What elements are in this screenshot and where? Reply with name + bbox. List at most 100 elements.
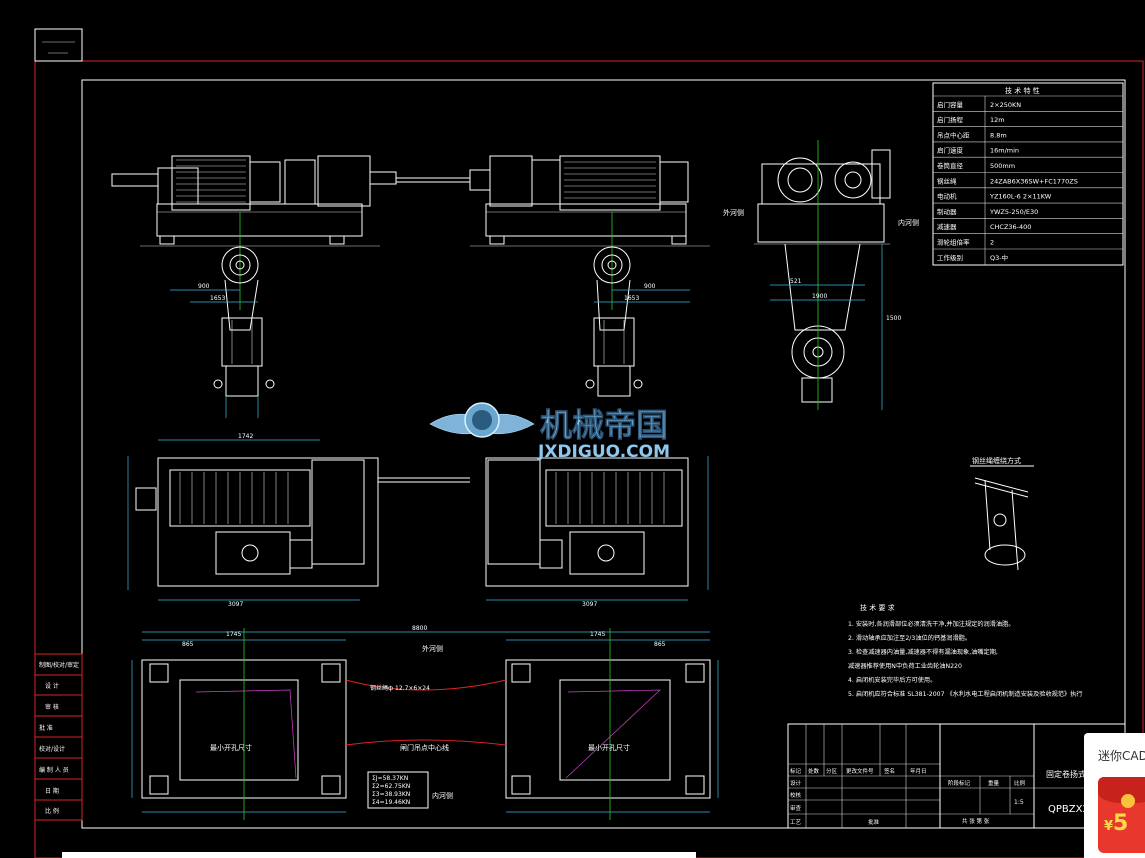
inner-border (81, 79, 1126, 829)
hoist-side-view: 521 1900 1500 外河侧 内河侧 (723, 140, 919, 410)
left-block-row-1: 制图/校对/审定 (39, 661, 79, 669)
spec-value: 2×250KN (990, 101, 1021, 109)
dim-900-left: 900 (198, 283, 210, 290)
spec-value: CHCZ36-400 (990, 223, 1031, 231)
tech-req-item-3: 3. 检查减速器内油量,减速器不得有漏油现象,油嘴定期, (848, 648, 998, 656)
tb-role-1: 设计 (790, 779, 802, 787)
ad-title: 迷你CAD (1098, 749, 1145, 763)
tb-stage-label: 阶段标记 (948, 779, 971, 787)
load-4: Σ4=19.46KN (372, 799, 410, 806)
tb-role-3: 审查 (790, 804, 802, 812)
left-block-row-8: 比 例 (45, 807, 59, 815)
spec-value: 8.8m (990, 131, 1007, 139)
tb-role-2: 校核 (790, 791, 802, 799)
tech-req-item-5: 4. 启闭机安装完毕后方可使用。 (848, 676, 936, 684)
tech-req-item-4: 减速器推荐使用N中负荷工业齿轮油N220 (848, 662, 962, 670)
tb-header-4: 更改文件号 (846, 767, 874, 775)
tech-req-item-6: 5. 启闭机应符合标准 SL381-2007 《水利水电工程启闭机制造安装及验收… (848, 690, 1083, 698)
ad-price-symbol: ¥ (1104, 819, 1114, 834)
left-block-row-2: 设 计 (45, 682, 59, 690)
dim-521: 521 (790, 278, 802, 285)
tb-scale-label: 比例 (1014, 779, 1026, 787)
left-block-row-5: 校对/设计 (39, 745, 65, 753)
spec-label: 钢丝绳 (937, 176, 957, 185)
spec-table: 启门容量 2×250KN 启门扬程 12m 吊点中心距 8.8m 启门速度 16m/min 卷筒… (932, 82, 1124, 266)
bottom-scroll-bar[interactable] (62, 852, 696, 858)
spec-label: 启门扬程 (937, 115, 964, 124)
ad-price: 5 (1113, 811, 1129, 836)
watermark-cn: 机械帝国 (540, 406, 668, 444)
spec-value: 16m/min (990, 147, 1019, 155)
hoist-elevation-left: 900 1653 (111, 155, 397, 418)
left-side-block: 制图/校对/审定 设 计 审 核 批 准 校对/设计 编 制 人 员 日 期 比… (34, 653, 83, 821)
dim-865-left: 865 (182, 641, 194, 648)
watermark-logo: 机械帝国 JXDIGUO.COM (429, 402, 670, 462)
dim-1500: 1500 (886, 315, 901, 322)
dim-1745-left: 1745 (226, 631, 241, 638)
tb-scale-value: 1:5 (1014, 799, 1024, 806)
tb-role-5: 批准 (868, 818, 880, 826)
watermark-en: JXDIGUO.COM (537, 442, 670, 462)
hoist-elevation-right: 900 1653 (469, 155, 710, 397)
hoist-plan-left: 1742 3097 (127, 433, 379, 608)
label-outer-foundation: 外河侧 (422, 644, 443, 653)
label-inner-foundation: 内河侧 (432, 791, 453, 800)
tech-req-title: 技 术 要 求 (860, 603, 895, 612)
dim-900-right: 900 (644, 283, 656, 290)
dim-8800: 8800 (412, 625, 427, 632)
spec-value: Q3-中 (990, 253, 1008, 262)
gate-center-label: 闸门吊点中心线 (400, 743, 449, 752)
left-block-row-6: 编 制 人 员 (39, 766, 69, 774)
tb-header-3: 分区 (826, 767, 838, 775)
spec-label: 减速器 (937, 222, 957, 231)
rope-winding-diagram: 钢丝绳缠绕方式 (970, 456, 1034, 571)
spec-value: 24ZAB6X36SW+FC1770ZS (990, 177, 1078, 185)
spec-value: YZ160L-6 2×11KW (989, 193, 1052, 201)
label-inner-side-view: 内河侧 (898, 218, 919, 227)
left-block-row-3: 审 核 (45, 703, 59, 711)
left-block-row-7: 日 期 (45, 787, 59, 795)
load-3: Σ3=38.93KN (372, 791, 410, 798)
tb-header-6: 年月日 (910, 767, 927, 775)
spec-value: 12m (990, 116, 1005, 124)
outer-frame (34, 60, 1144, 858)
spec-table-title: 技 术 特 性 (1005, 86, 1040, 95)
spec-label: 启门速度 (937, 146, 964, 155)
spec-value: YWZ5-250/E30 (989, 208, 1038, 216)
top-left-stamp (34, 28, 83, 62)
spec-label: 工作级别 (937, 253, 963, 262)
tech-req-item-1: 1. 安装时,各润滑部位必须清洗干净,并加注规定的润滑油脂。 (848, 620, 1015, 628)
tech-req-item-2: 2. 滑动轴承应加注至2/3油位的钙基润滑脂。 (848, 634, 971, 642)
rope-spec-label: 钢丝绳ф 12.7×6×24 (370, 684, 430, 692)
dim-3097-right: 3097 (582, 601, 597, 608)
tb-weight-label: 重量 (988, 779, 1000, 787)
spec-label: 吊点中心距 (937, 130, 970, 139)
dim-1900: 1900 (812, 293, 827, 300)
ad-popup[interactable]: 迷你CAD ¥5 (1084, 733, 1145, 858)
dim-3097-left: 3097 (228, 601, 243, 608)
left-block-row-4: 批 准 (39, 724, 53, 732)
dim-1653-right: 1653 (624, 295, 639, 302)
hoist-plan-right: 3097 (485, 456, 709, 608)
rope-diagram-title: 钢丝绳缠绕方式 (972, 456, 1021, 465)
foundation-plan: 最小开孔尺寸 最小开孔尺寸 8800 1745 1745 865 865 外河侧… (131, 625, 719, 820)
spec-label: 卷筒直径 (937, 161, 964, 170)
tb-role-4: 工艺 (790, 819, 802, 826)
load-2: Σ2=62.75KN (372, 783, 410, 790)
spec-label: 滑轮组倍率 (937, 238, 970, 247)
dim-1653-left: 1653 (210, 295, 225, 302)
tb-header-1: 标记 (790, 767, 802, 775)
tb-sheet-label: 共 张 第 张 (962, 817, 990, 825)
tb-header-5: 签名 (884, 767, 895, 775)
spec-label: 启门容量 (937, 100, 964, 109)
foundation-label-left: 最小开孔尺寸 (210, 743, 252, 752)
foundation-label-right: 最小开孔尺寸 (588, 743, 630, 752)
spec-value: 500mm (990, 162, 1015, 170)
tb-header-2: 处数 (808, 767, 820, 775)
spec-label: 电动机 (937, 192, 957, 201)
coin-icon (1121, 794, 1135, 808)
spec-value: 2 (990, 239, 994, 247)
technical-requirements: 技 术 要 求 1. 安装时,各润滑部位必须清洗干净,并加注规定的润滑油脂。 2… (848, 603, 1083, 698)
red-envelope-icon[interactable]: ¥5 (1098, 777, 1145, 853)
